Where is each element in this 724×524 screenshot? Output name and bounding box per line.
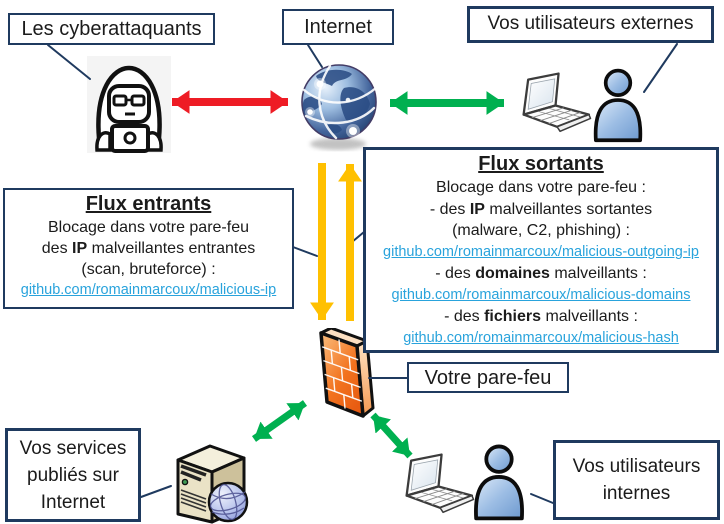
internet-label: Internet xyxy=(282,9,394,45)
malicious-hash-link[interactable]: github.com/romainmarcoux/malicious-hash xyxy=(403,329,679,346)
firewall-icon xyxy=(319,328,375,418)
outbound-line: - des domaines malveillants : xyxy=(435,265,647,282)
dmz-traffic-arrow xyxy=(251,400,308,442)
external-users-label-text: Vos utilisateurs externes xyxy=(487,13,694,35)
inbound-line: des IP malveillantes entrantes xyxy=(41,240,256,257)
hacker-icon xyxy=(87,56,171,153)
published-services-line: publiés sur xyxy=(27,464,119,486)
outbound-line: Blocage dans votre pare-feu : xyxy=(436,179,646,196)
internal-users-label: Vos utilisateurs internes xyxy=(553,440,720,520)
published-services-label: Vos services publiés sur Internet xyxy=(5,428,141,522)
firewall-label-text: Votre pare-feu xyxy=(424,366,552,389)
attackers-label-text: Les cyberattaquants xyxy=(21,18,202,40)
inbound-title: Flux entrants xyxy=(85,193,212,215)
inbound-line: Blocage dans votre pare-feu xyxy=(47,219,249,236)
connector-line xyxy=(292,246,318,257)
connector-line xyxy=(140,485,172,498)
connector-line xyxy=(307,44,323,68)
firewall-label: Votre pare-feu xyxy=(407,362,569,393)
malicious-domains-link[interactable]: github.com/romainmarcoux/malicious-domai… xyxy=(391,286,691,303)
internal-users-line: internes xyxy=(602,483,671,504)
published-services-line: Internet xyxy=(40,491,106,513)
connector-line xyxy=(47,44,91,80)
inbound-panel: Flux entrants Blocage dans votre pare-fe… xyxy=(3,188,294,309)
attackers-label: Les cyberattaquants xyxy=(8,13,215,45)
outbound-title: Flux sortants xyxy=(478,153,604,175)
inbound-line: (scan, bruteforce) : xyxy=(81,261,216,278)
outbound-line: - des fichiers malveillants : xyxy=(444,308,638,325)
server-icon xyxy=(176,444,249,524)
internal-traffic-arrow xyxy=(370,412,413,459)
connector-line xyxy=(643,43,678,93)
outbound-line: - des IP malveillantes sortantes xyxy=(429,200,653,218)
external-users-label: Vos utilisateurs externes xyxy=(467,6,714,43)
outbound-panel: Flux sortants Blocage dans votre pare-fe… xyxy=(363,147,719,353)
internet-globe-icon xyxy=(301,64,378,150)
published-services-line: Vos services xyxy=(19,437,127,459)
internal-users-line: Vos utilisateurs xyxy=(572,456,701,477)
connector-lines xyxy=(47,43,678,504)
malicious-outgoing-ip-link[interactable]: github.com/romainmarcoux/malicious-outgo… xyxy=(383,243,699,260)
connector-line xyxy=(530,493,554,504)
internet-label-text: Internet xyxy=(304,16,372,38)
outbound-line: (malware, C2, phishing) : xyxy=(452,222,630,239)
malicious-ip-link[interactable]: github.com/romainmarcoux/malicious-ip xyxy=(20,282,277,298)
